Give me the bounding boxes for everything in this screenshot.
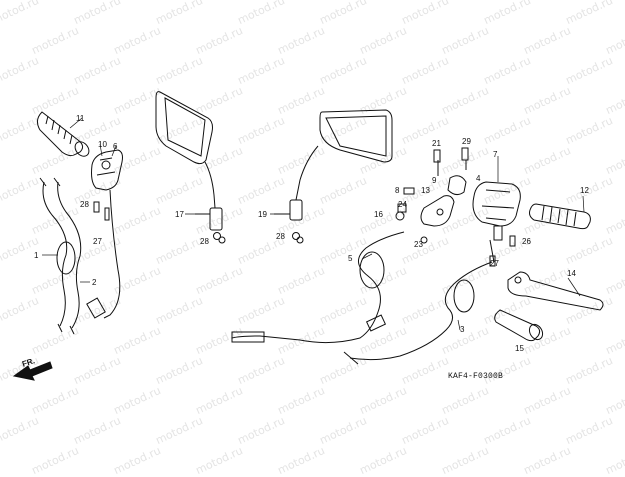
callout-24: 27 bbox=[93, 237, 102, 246]
right-switch-housing bbox=[472, 181, 521, 241]
callout-1: 1 bbox=[34, 251, 39, 260]
callout-4: 4 bbox=[476, 174, 481, 183]
callout-11: 11 bbox=[76, 114, 85, 123]
right-grip bbox=[529, 203, 591, 230]
callout-27: 27 bbox=[490, 259, 499, 268]
callout-21: 21 bbox=[432, 139, 441, 148]
left-mirror bbox=[155, 91, 223, 240]
lever-bracket bbox=[420, 160, 467, 227]
callout-10: 10 bbox=[98, 140, 107, 149]
callout-labels: 11 10 6 28 27 1 2 17 28 19 28 21 29 9 8 … bbox=[34, 114, 589, 353]
callout-2: 2 bbox=[92, 278, 97, 287]
right-mirror bbox=[274, 109, 393, 240]
callout-25: 28 bbox=[80, 200, 89, 209]
throttle-cables bbox=[39, 177, 82, 335]
callout-17: 17 bbox=[175, 210, 184, 219]
front-arrow-icon bbox=[12, 361, 53, 381]
callout-15: 15 bbox=[515, 344, 524, 353]
callout-26: 26 bbox=[522, 237, 531, 246]
callout-5: 5 bbox=[348, 254, 353, 263]
callout-9: 9 bbox=[432, 176, 437, 185]
callout-23: 24 bbox=[398, 200, 407, 209]
callout-7: 7 bbox=[493, 150, 498, 159]
brake-cable bbox=[343, 239, 495, 365]
small-fasteners bbox=[218, 147, 516, 267]
callout-14: 14 bbox=[567, 269, 576, 278]
left-grip bbox=[36, 111, 90, 157]
brake-lever bbox=[507, 271, 604, 311]
callout-28: 28 bbox=[200, 237, 209, 246]
callout-12: 12 bbox=[580, 186, 589, 195]
callout-3: 3 bbox=[460, 325, 465, 334]
callout-8: 8 bbox=[395, 186, 400, 195]
drawing-code: KAF4-F0300B bbox=[448, 372, 504, 381]
callout-22: 23 bbox=[414, 240, 423, 249]
screw-25 bbox=[93, 201, 110, 221]
callout-13: 13 bbox=[421, 186, 430, 195]
leader-lines bbox=[42, 117, 585, 331]
callout-19: 19 bbox=[258, 210, 267, 219]
callout-6: 6 bbox=[113, 142, 118, 151]
left-switch-housing bbox=[86, 149, 123, 319]
callout-28b: 28 bbox=[276, 232, 285, 241]
brake-switch bbox=[494, 309, 544, 342]
clutch-cable bbox=[231, 231, 405, 344]
callout-29: 29 bbox=[462, 137, 471, 146]
callout-16: 16 bbox=[374, 210, 383, 219]
